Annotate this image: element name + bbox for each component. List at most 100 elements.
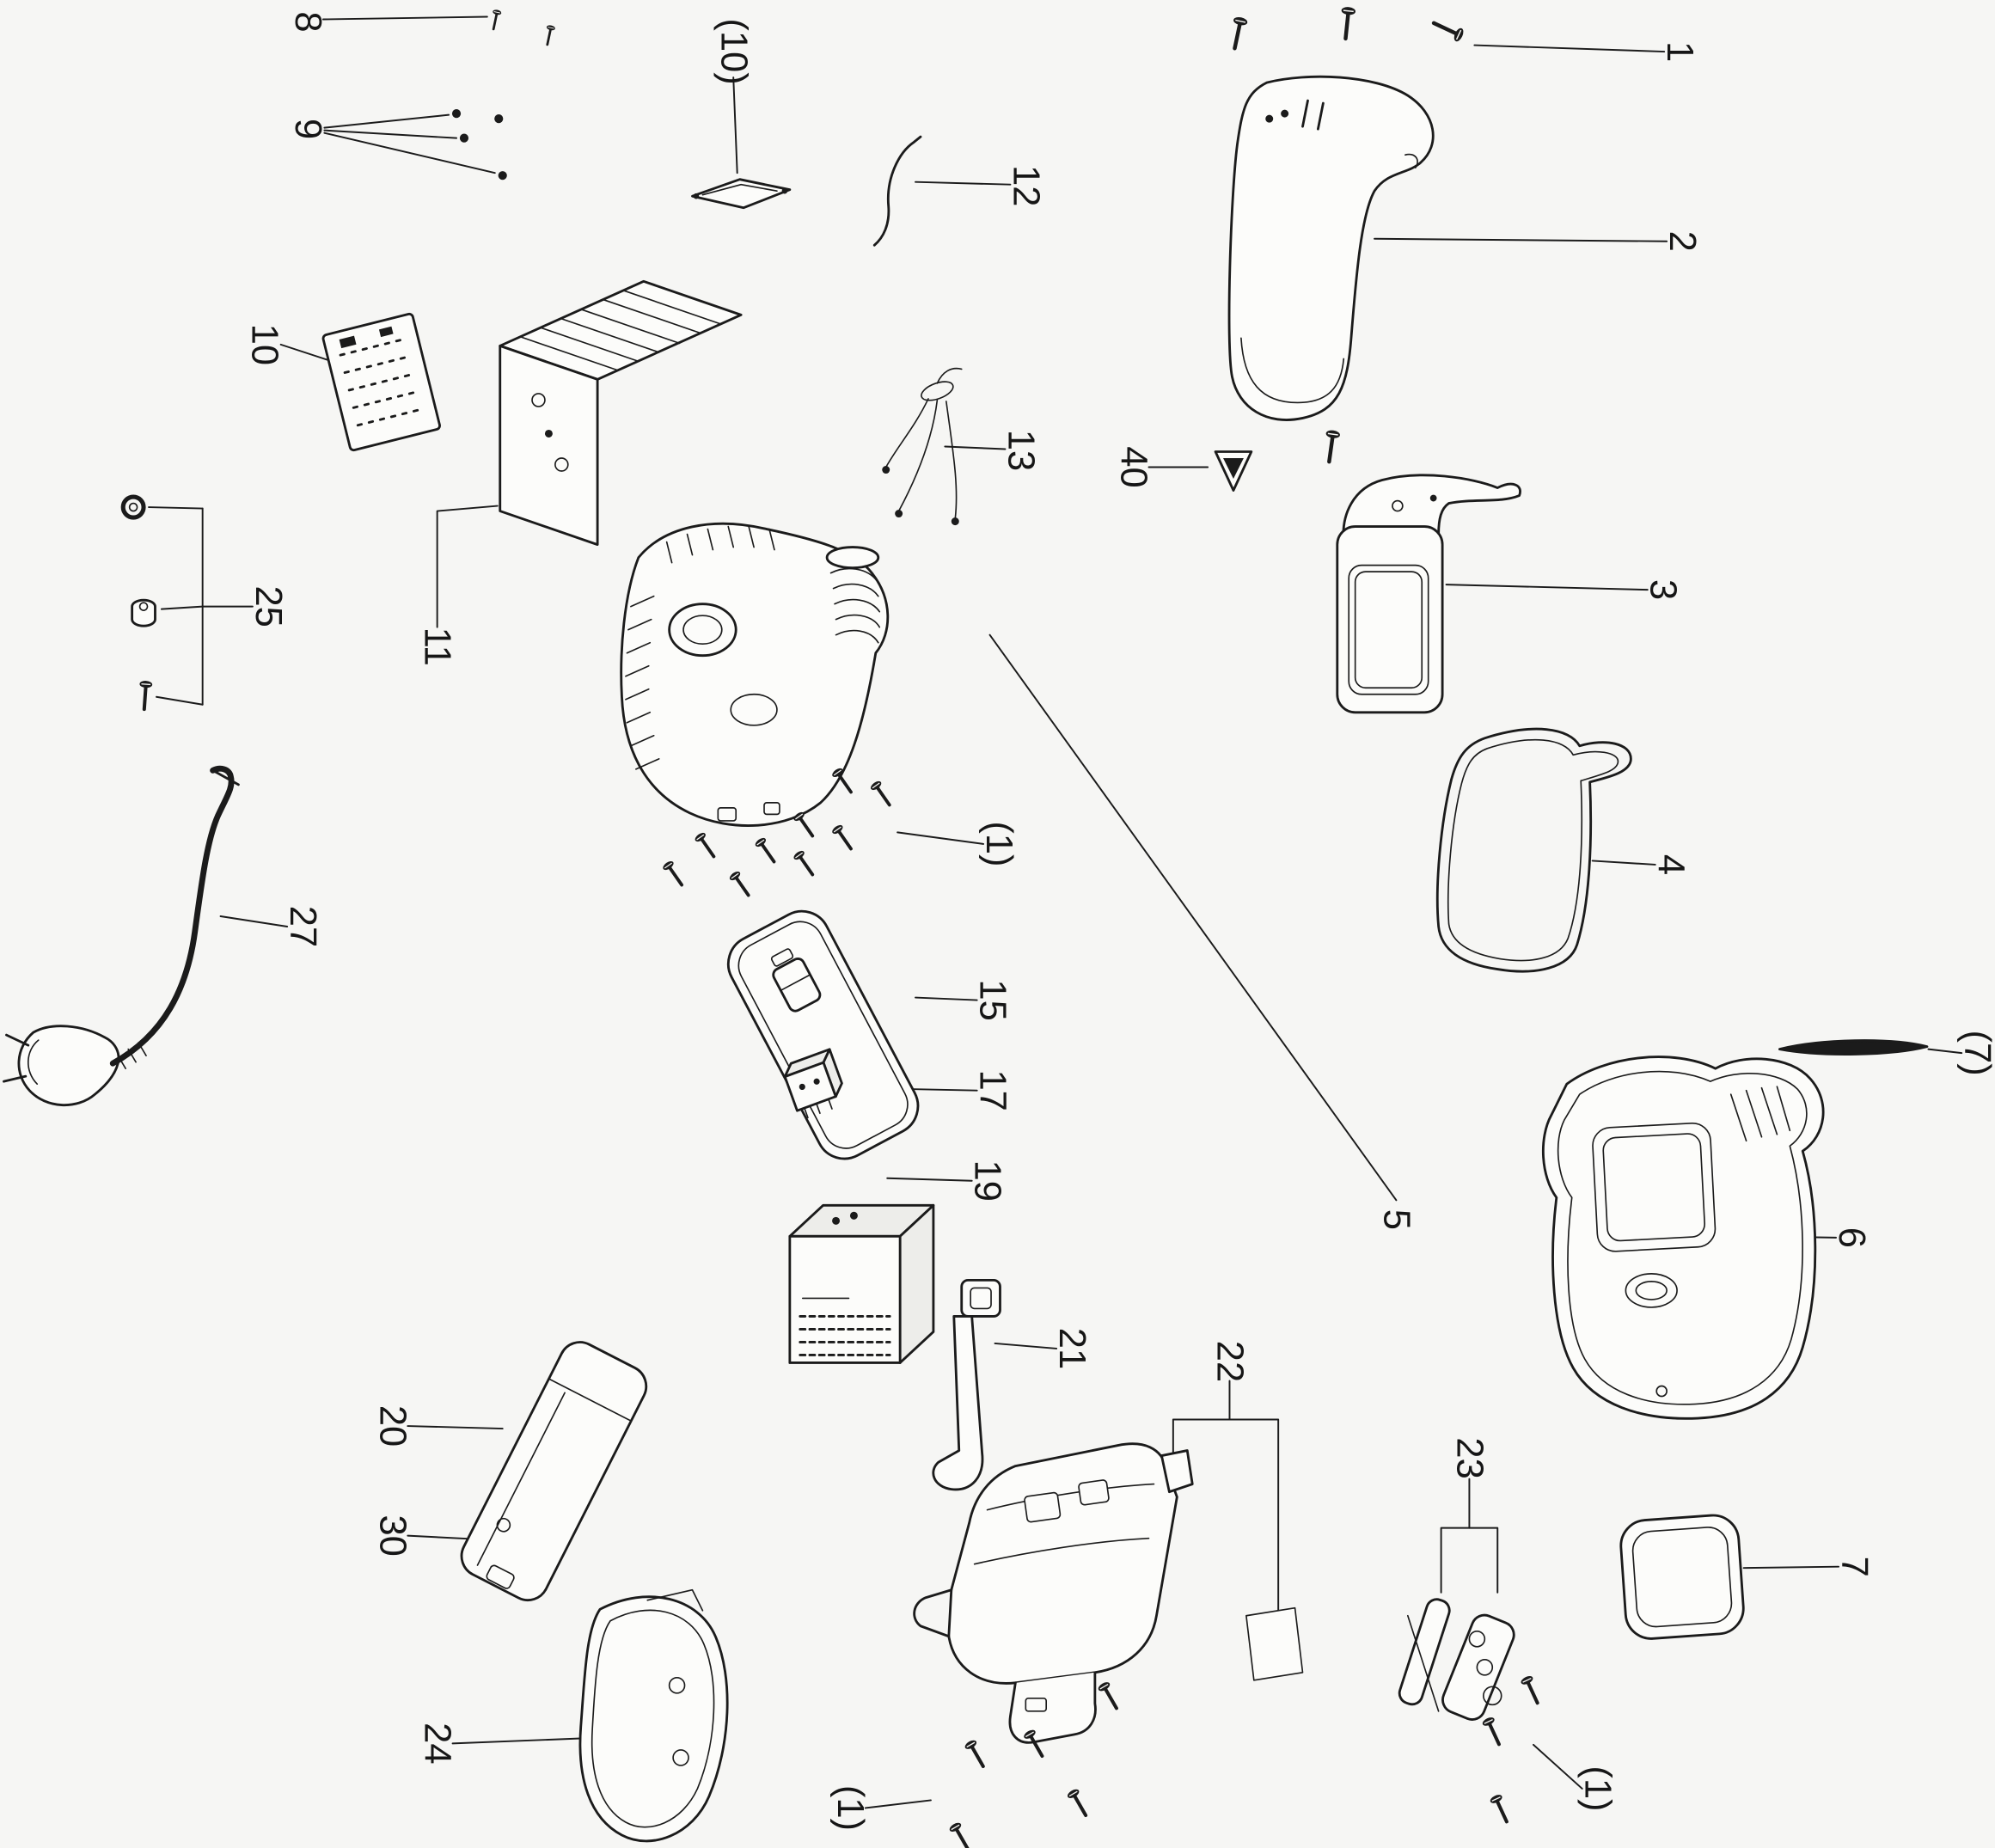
callout-25: 25 — [248, 585, 289, 627]
part-6-lower-housing — [1541, 1056, 1825, 1420]
callout-10p: (10) — [713, 18, 754, 84]
screw-icon — [1227, 16, 1248, 50]
module-pin — [849, 1211, 858, 1220]
callout-1b: (1) — [829, 1785, 871, 1831]
foot-tab — [646, 1588, 704, 1612]
screw-icon — [1520, 1674, 1543, 1705]
callout-8: 8 — [287, 11, 328, 32]
nut — [131, 598, 156, 627]
screw-icon — [790, 847, 819, 880]
pin-dot — [494, 114, 504, 124]
screw-icon — [1322, 430, 1340, 463]
part-22-chassis — [913, 1442, 1304, 1744]
callout-24: 24 — [417, 1723, 458, 1764]
leader-12 — [915, 181, 1012, 186]
callout-11: 11 — [417, 627, 458, 666]
latch-button — [1468, 1630, 1486, 1648]
leader-8 — [321, 15, 488, 21]
bracket-clip — [960, 1278, 1001, 1318]
housing-hole — [1655, 1385, 1668, 1398]
part-3-handle-frame — [1336, 474, 1521, 714]
vent-slot — [1301, 99, 1309, 128]
part-10-circuit-board — [321, 312, 441, 452]
foot-hole — [672, 1749, 689, 1766]
part-7-square-gasket — [1619, 1514, 1745, 1640]
chassis-foot — [1008, 1671, 1097, 1744]
leader-11 — [436, 505, 499, 628]
screw-icon — [752, 834, 781, 867]
screw-icon — [726, 867, 756, 901]
callout-labels: 8 9 (10) 12 1 2 10 40 13 3 11 25 (1) 4 2… — [243, 11, 1995, 1831]
leader-23a — [1440, 1478, 1471, 1594]
mount-hole — [531, 393, 546, 407]
leader-15 — [915, 996, 978, 1001]
part-25-fastener-set — [120, 494, 156, 710]
leader-4 — [1591, 860, 1656, 866]
leader-10 — [279, 343, 337, 364]
callout-1: 1 — [1659, 41, 1700, 62]
callout-1a: (1) — [978, 821, 1019, 866]
leader-1c — [1533, 1743, 1583, 1790]
leader-13 — [944, 445, 1007, 450]
part-12-bent-rod — [872, 135, 922, 247]
leader-7 — [1742, 1565, 1839, 1570]
screw-icon — [487, 8, 504, 32]
screw-icon — [829, 821, 858, 854]
housing-dot — [1281, 109, 1289, 118]
frame-window-inner — [1354, 571, 1423, 689]
callout-1c: (1) — [1577, 1765, 1619, 1811]
part-5-motor-assembly — [620, 522, 890, 827]
leader-20 — [407, 1425, 504, 1430]
leader-2 — [1374, 237, 1668, 242]
foot-hole — [668, 1676, 686, 1694]
screw-icon — [659, 857, 688, 890]
pcb-chip — [378, 326, 394, 338]
leader-25e — [156, 695, 204, 706]
part-4-gasket — [1435, 727, 1632, 973]
part-7p-blade — [1778, 1039, 1929, 1056]
vent-slot — [1316, 101, 1325, 131]
leader-9c — [323, 132, 496, 174]
battery-notch — [486, 1564, 515, 1589]
callout-19: 19 — [967, 1160, 1008, 1202]
grommet-ring — [120, 494, 146, 520]
screw-icon — [1097, 1680, 1122, 1711]
housing-dot — [1265, 114, 1274, 123]
screw-icon — [1338, 6, 1355, 39]
leader-25c — [148, 506, 204, 510]
part-24-base-foot — [578, 1588, 729, 1843]
screw-icon — [691, 829, 721, 862]
motor-bellows-cap — [825, 546, 880, 570]
wire-terminal — [895, 510, 903, 518]
pcb-chip — [339, 335, 357, 349]
screw-icon — [964, 1739, 988, 1770]
battery-recess-inner — [1602, 1133, 1706, 1242]
leader-9b — [323, 129, 457, 139]
wire-terminal — [951, 517, 959, 526]
frame-hole — [1429, 494, 1437, 502]
callout-6: 6 — [1831, 1227, 1872, 1248]
housing-oval-inner — [1635, 1281, 1668, 1300]
leader-23b — [1468, 1527, 1499, 1594]
callout-22: 22 — [1209, 1341, 1251, 1382]
leader-24 — [451, 1737, 584, 1745]
callout-23: 23 — [1449, 1437, 1490, 1478]
callout-27: 27 — [282, 906, 323, 947]
part-8-screws — [487, 8, 557, 47]
part-30-contact — [496, 1517, 511, 1533]
type-label-sticker — [1245, 1606, 1304, 1681]
leader-19 — [886, 1177, 973, 1182]
callout-20: 20 — [372, 1405, 413, 1447]
frame-body — [1336, 525, 1444, 714]
callout-13: 13 — [1000, 430, 1041, 471]
leader-3 — [1445, 584, 1649, 591]
cord-cable — [109, 765, 235, 1067]
leader-25d — [160, 605, 204, 610]
part-17-switch-component — [783, 1048, 843, 1119]
part-2-top-housing — [1227, 75, 1435, 463]
screw-icon — [1066, 1788, 1091, 1819]
part-10p-cover-plate — [691, 178, 792, 210]
callout-12: 12 — [1005, 165, 1046, 206]
callout-17: 17 — [972, 1069, 1013, 1111]
